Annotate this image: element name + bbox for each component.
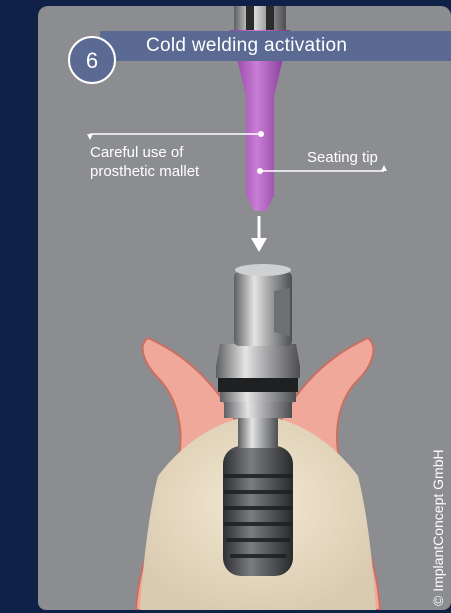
- title: Cold welding activation: [146, 35, 347, 57]
- arrow-down-icon: [251, 216, 267, 252]
- leader-mallet: [87, 131, 264, 140]
- label-seating-tip: Seating tip: [307, 148, 378, 167]
- copyright: © ImplantConcept GmbH: [430, 449, 446, 606]
- label-mallet-line1: Careful use of: [90, 143, 183, 162]
- abutment: [216, 264, 300, 418]
- step-number: 6: [68, 48, 116, 74]
- illustration-panel: Cold welding activation 6 Careful use of…: [38, 6, 451, 610]
- label-mallet-line2: prosthetic mallet: [90, 162, 199, 181]
- implant-illustration: [38, 6, 451, 610]
